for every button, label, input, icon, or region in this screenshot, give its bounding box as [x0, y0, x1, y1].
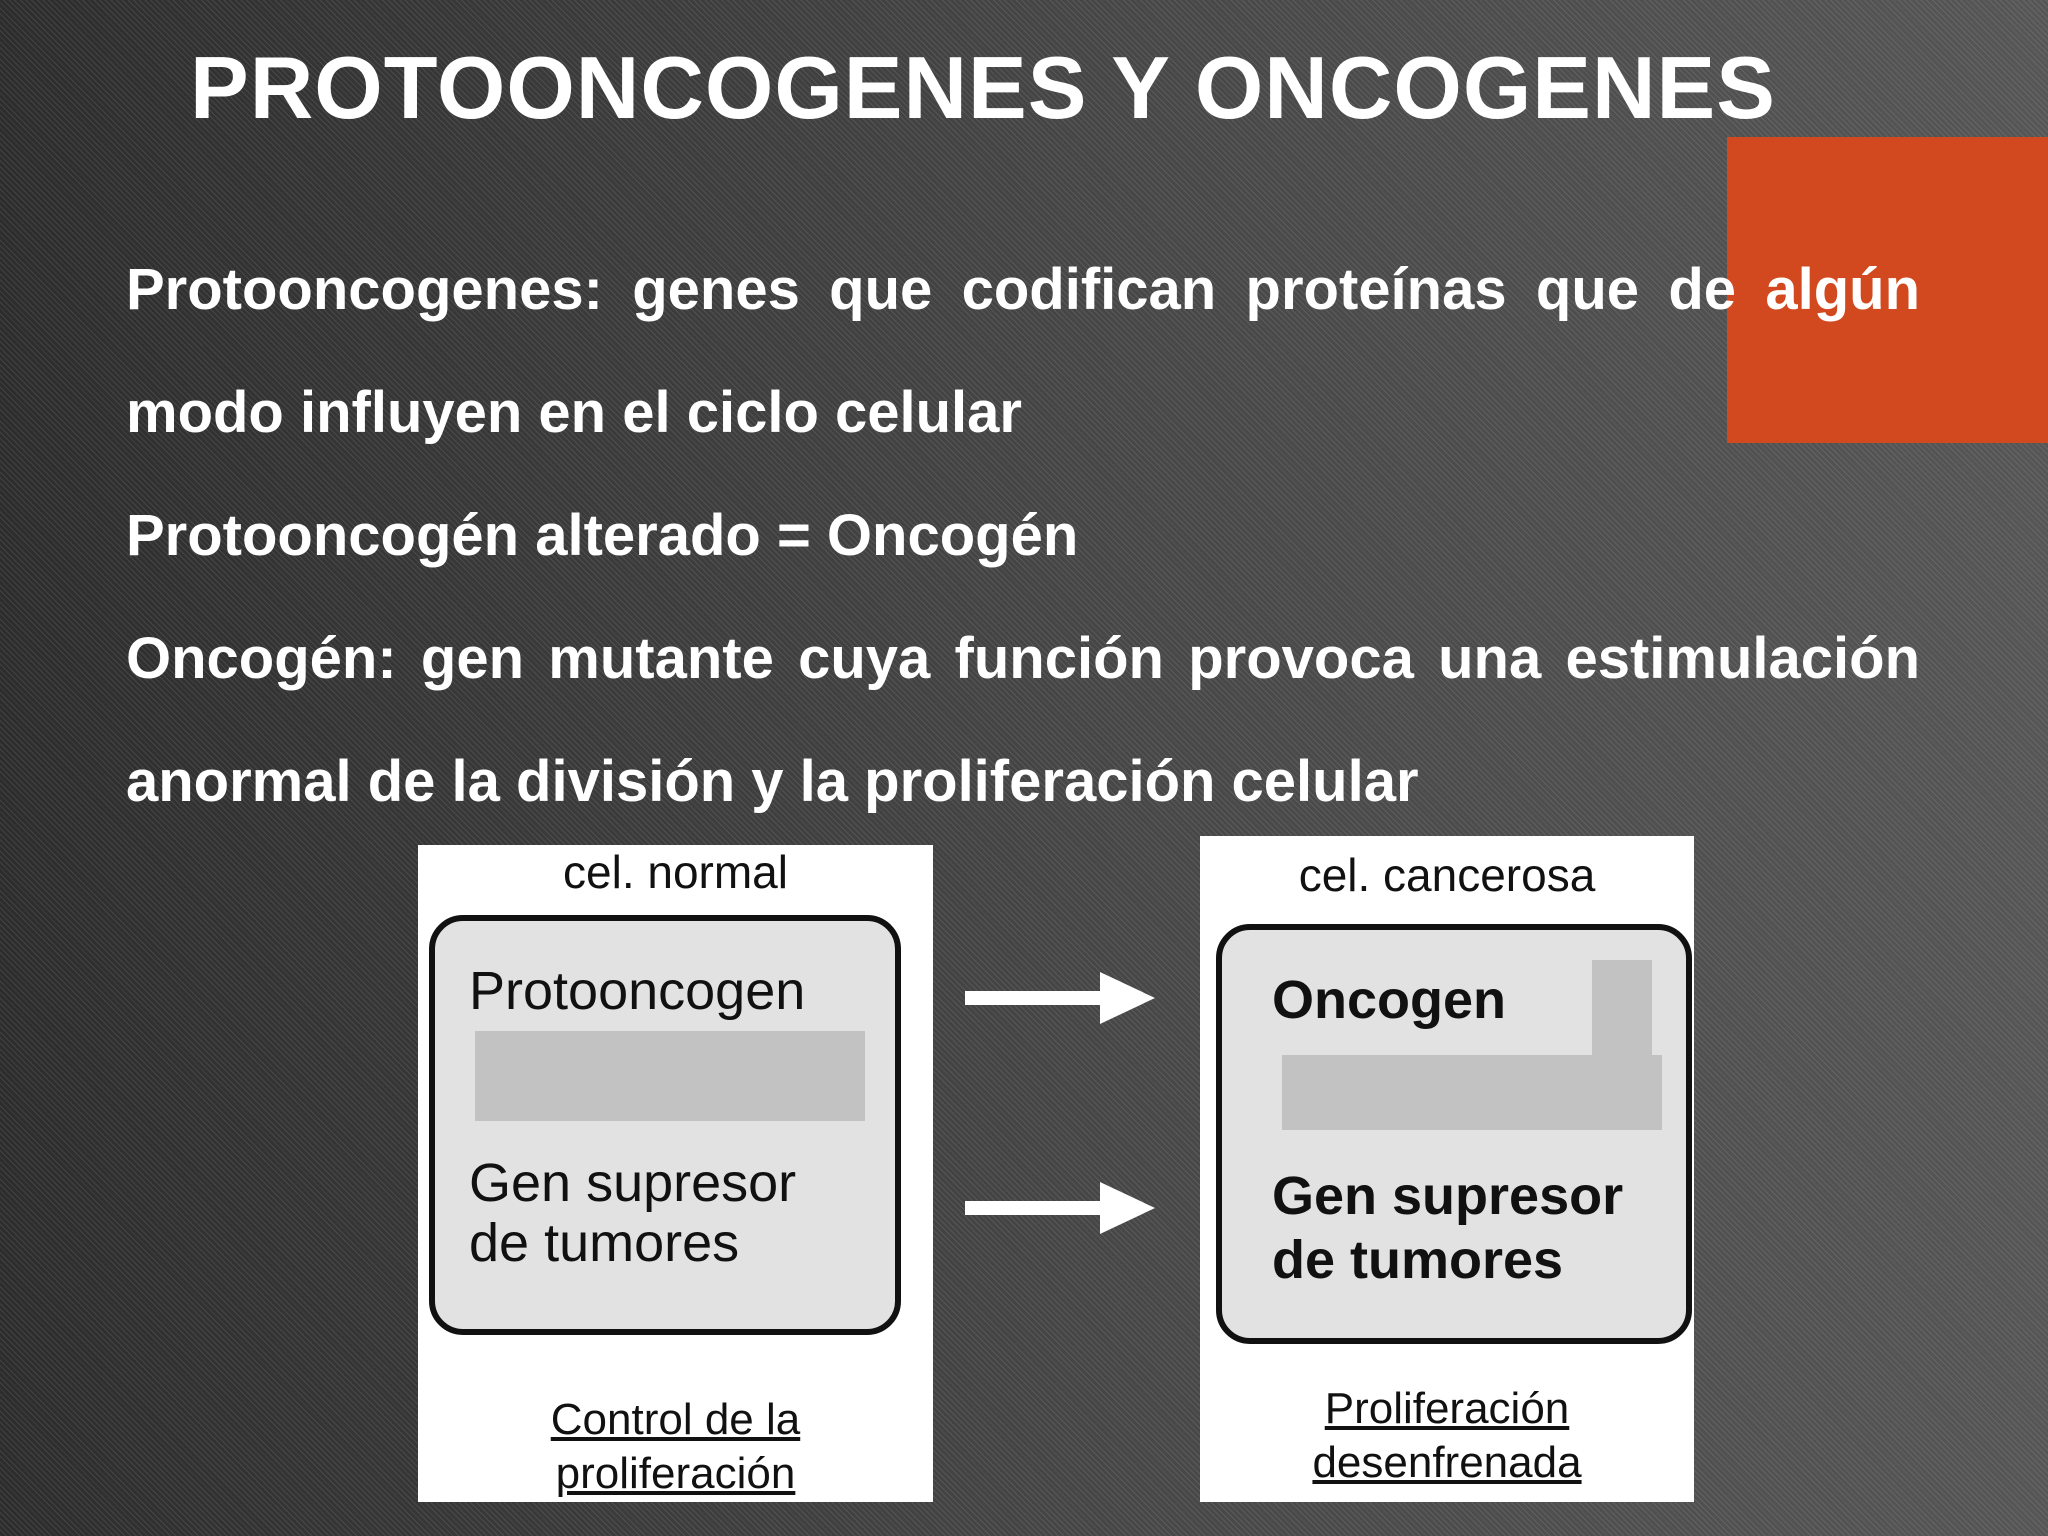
- slide-title: PROTOONCOGENES Y ONCOGENES: [190, 38, 1776, 137]
- cancer-result-line2: desenfrenada: [1312, 1438, 1582, 1487]
- protooncogene-definition: Protooncogenes: genes que codifican prot…: [126, 257, 1920, 445]
- cancer-cell-caption: cel. cancerosa: [1298, 849, 1596, 901]
- arrow-right-icon: [965, 1182, 1155, 1234]
- equation-line: Protooncogén alterado = Oncogén: [126, 503, 1079, 568]
- cancer-cell-panel: cel. cancerosa Oncogen Gen supresor de t…: [1200, 836, 1694, 1502]
- accent-block: [1727, 137, 2048, 443]
- tumor-suppressor-label-line1: Gen supresor: [1272, 1166, 1624, 1226]
- tumor-suppressor-label-line2: de tumores: [469, 1213, 740, 1273]
- body-text: Protooncogenes: genes que codifican prot…: [126, 228, 1920, 843]
- oncogene-label: Oncogen: [1272, 970, 1507, 1030]
- protooncogene-label: Protooncogen: [469, 961, 806, 1021]
- normal-cell-box: Protooncogen Gen supresor de tumores: [429, 915, 901, 1335]
- oncogene-definition: Oncogén: gen mutante cuya función provoc…: [126, 626, 1920, 814]
- arrow-right-icon: [965, 972, 1155, 1024]
- normal-result-line2: proliferación: [555, 1449, 796, 1498]
- tumor-suppressor-label-line1: Gen supresor: [469, 1153, 797, 1213]
- cancer-cell-box: Oncogen Gen supresor de tumores: [1216, 924, 1692, 1344]
- cancer-result-line1: Proliferación: [1324, 1384, 1570, 1433]
- normal-cell-caption: cel. normal: [563, 846, 788, 898]
- normal-result-line1: Control de la: [550, 1395, 801, 1444]
- smudge-area: [1592, 960, 1652, 1080]
- smudge-area: [475, 1031, 865, 1121]
- tumor-suppressor-label-line2: de tumores: [1272, 1230, 1564, 1290]
- normal-cell-panel: cel. normal Protooncogen Gen supresor de…: [418, 845, 933, 1502]
